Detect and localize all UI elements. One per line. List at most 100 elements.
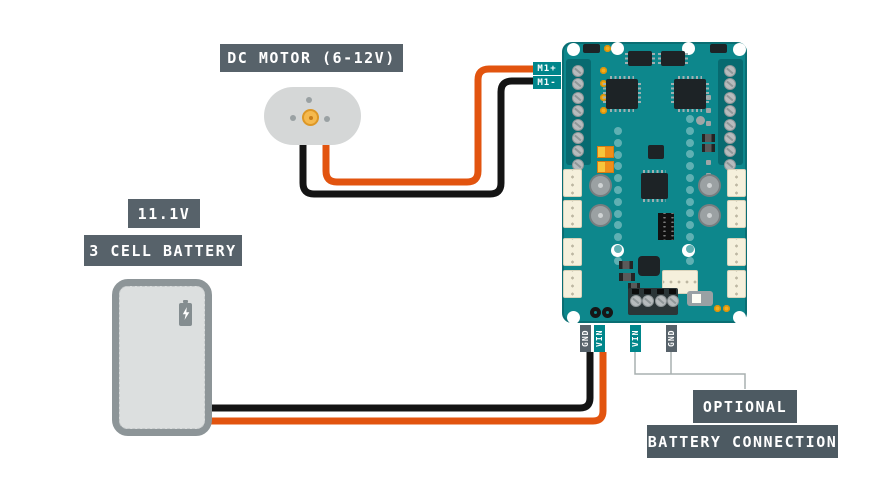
resistor: [619, 261, 633, 269]
via-dot: [686, 150, 694, 159]
led: [714, 305, 721, 312]
via-dot: [614, 256, 622, 265]
via-dot: [686, 233, 694, 241]
battery-name-label: 3 CELL BATTERY: [84, 235, 242, 266]
pin-label-vin-optional: VIN: [630, 325, 641, 352]
terminal-screw: [724, 105, 736, 118]
via-dot: [614, 150, 622, 159]
led: [600, 67, 607, 74]
via-pad: [696, 116, 705, 125]
pin-label-gnd-wired: GND: [580, 325, 591, 352]
orange-component: [597, 161, 614, 173]
terminal-screw: [572, 91, 584, 104]
terminal-slot: [632, 289, 639, 294]
lightning-bolt-icon: [179, 300, 192, 326]
dc-motor-label: DC MOTOR (6-12V): [220, 44, 403, 72]
terminal-screw: [572, 132, 584, 144]
via-dot: [686, 209, 694, 218]
power-chip: [638, 256, 660, 276]
via-dot: [614, 174, 622, 183]
chip-pins: [671, 83, 674, 105]
smd-package: [583, 44, 600, 53]
motor-wire-positive: [322, 65, 535, 186]
resistor: [619, 273, 635, 281]
motor-driver-chip: [606, 79, 638, 109]
led: [600, 107, 607, 114]
chip-pins: [658, 53, 661, 64]
motor-shaft-hub: [302, 109, 319, 126]
pin-pad: [706, 160, 711, 165]
soic-chip: [661, 51, 685, 66]
via-dot: [686, 162, 694, 171]
jst-connector: [563, 169, 582, 197]
terminal-screw: [724, 91, 736, 104]
via-dot: [686, 256, 694, 265]
chip-pins: [652, 53, 655, 64]
chip-pins: [678, 76, 702, 79]
terminal-slot: [656, 289, 664, 294]
mounting-hole: [610, 41, 624, 55]
mounting-hole: [732, 42, 746, 56]
terminal-screw: [572, 105, 584, 118]
via-dot: [686, 221, 694, 230]
motor-driver-chip: [674, 79, 706, 109]
battery: [112, 279, 212, 436]
terminal-screw: [642, 295, 655, 307]
terminal-screw: [724, 132, 736, 144]
via-dot: [686, 115, 694, 123]
via-dot: [686, 138, 694, 147]
via-dot: [686, 174, 694, 182]
motor-screw-dot: [306, 97, 312, 103]
motor-carrier-board: [562, 41, 747, 324]
chip-pins: [625, 53, 628, 64]
mounting-hole: [566, 310, 580, 324]
chip-pins: [643, 170, 666, 173]
led: [604, 45, 611, 52]
battery-voltage-label: 11.1V: [128, 199, 200, 228]
via-dot: [686, 244, 694, 253]
smd-package: [710, 44, 727, 53]
pin-label-m1-minus: M1-: [533, 76, 561, 89]
orange-component: [597, 146, 614, 158]
pin-label-m1-plus: M1+: [533, 62, 561, 75]
terminal-screw: [667, 295, 680, 307]
through-hole: [590, 307, 601, 318]
terminal-screw: [724, 78, 736, 91]
chip-pins: [603, 83, 606, 105]
via-dot: [614, 127, 622, 135]
via-dot: [686, 126, 694, 135]
motor-screw-dot: [290, 115, 296, 121]
mounting-hole: [732, 310, 746, 324]
ssop-chip: [641, 173, 668, 199]
pin-pad: [706, 108, 711, 113]
via-dot: [614, 209, 622, 218]
via-dot: [614, 221, 622, 230]
jst-connector: [727, 200, 746, 228]
terminal-screw: [724, 118, 736, 131]
resistor: [628, 283, 640, 290]
terminal-screw: [724, 65, 736, 77]
capacitor: [698, 174, 721, 197]
battery-wire-vin: [205, 352, 607, 425]
terminal-screw: [572, 118, 584, 131]
terminal-screw: [724, 145, 736, 158]
jst-connector: [563, 270, 582, 298]
soic-chip: [628, 51, 652, 66]
pin-label-gnd-optional: GND: [666, 325, 677, 352]
battery-connection-label: BATTERY CONNECTION: [647, 425, 838, 458]
chip-pins: [678, 109, 702, 112]
led: [723, 305, 730, 312]
optional-connection-bracket: [634, 352, 746, 389]
via-dot: [614, 233, 622, 242]
pin-pad: [706, 121, 711, 126]
jst-connector: [563, 200, 582, 228]
chip-pins: [643, 199, 666, 202]
chip-pins: [610, 109, 634, 112]
battery-wire-gnd: [205, 352, 594, 412]
terminal-screw: [572, 78, 584, 91]
via-dot: [614, 138, 622, 147]
terminal-screw: [572, 65, 584, 77]
through-hole: [602, 307, 613, 318]
via-dot: [614, 197, 622, 206]
